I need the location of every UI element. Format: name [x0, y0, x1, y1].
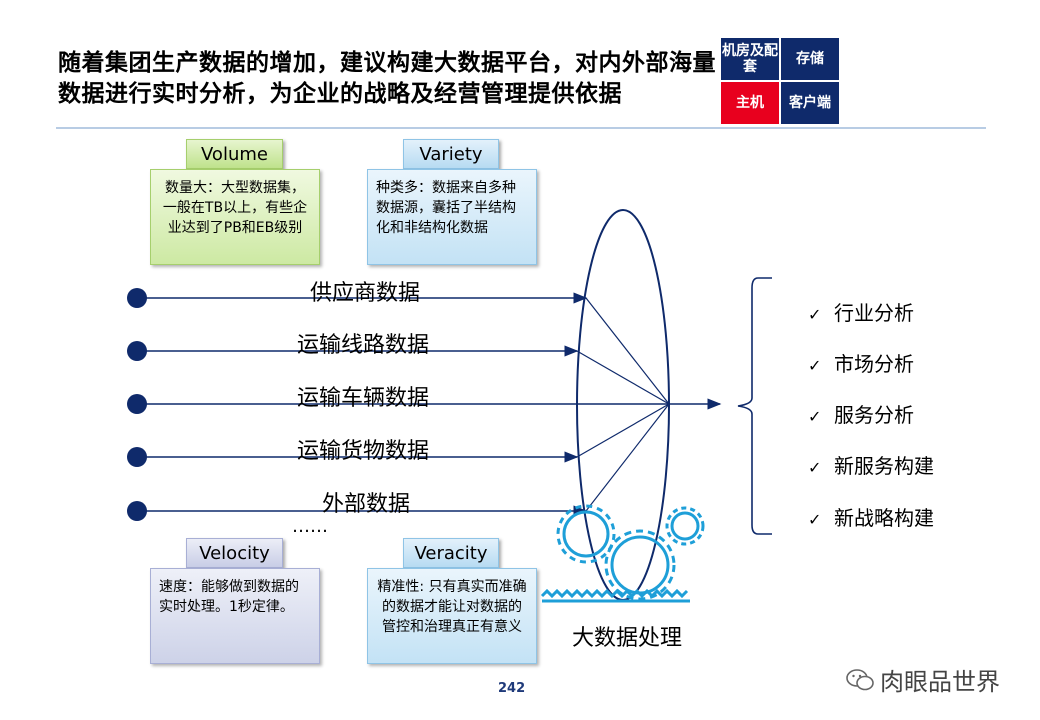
check-icon: ✓: [808, 356, 822, 375]
converge-line-1: [585, 297, 670, 405]
source-dot-5: [127, 501, 147, 521]
source-dot-3: [127, 394, 147, 414]
variety-desc: 种类多：数据来自多种数据源，囊括了半结构化和非结构化数据: [367, 169, 537, 265]
converge-line-3: [576, 403, 670, 458]
check-icon: ✓: [808, 305, 822, 324]
page-title: 随着集团生产数据的增加，建议构建大数据平台，对内外部海量数据进行实时分析，为企业…: [58, 50, 716, 107]
check-icon: ✓: [808, 510, 822, 529]
gear-rack: [540, 588, 690, 603]
output-item: ✓行业分析: [808, 301, 914, 325]
output-item: ✓新服务构建: [808, 454, 934, 478]
source-label-external: 外部数据: [322, 492, 411, 517]
gear-icon: [556, 504, 705, 601]
source-dot-1: [127, 288, 147, 308]
source-label-supplier: 供应商数据: [310, 281, 421, 306]
converge-line-4: [585, 403, 670, 512]
variety-tag: Variety: [403, 139, 499, 169]
wechat-icon: [846, 668, 874, 690]
converge-line-2: [576, 350, 670, 405]
category-client: 客户端: [781, 82, 839, 124]
output-item: ✓新战略构建: [808, 506, 934, 530]
source-label-vehicle: 运输车辆数据: [297, 386, 430, 411]
source-dot-2: [127, 341, 147, 361]
header-divider: [56, 127, 986, 129]
source-label-cargo: 运输货物数据: [297, 439, 430, 464]
watermark: 肉眼品世界: [846, 662, 1000, 697]
category-idc: 机房及配套: [721, 38, 779, 80]
volume-tag: Volume: [186, 139, 283, 169]
output-item: ✓市场分析: [808, 352, 914, 376]
velocity-tag: Velocity: [186, 538, 283, 568]
veracity-desc: 精准性: 只有真实而准确的数据才能让对数据的管控和治理真正有意义: [367, 568, 537, 664]
source-dot-4: [127, 447, 147, 467]
category-storage: 存储: [781, 38, 839, 80]
source-label-route: 运输线路数据: [297, 333, 430, 358]
volume-desc: 数量大：大型数据集，一般在TB以上，有些企业达到了PB和EB级别: [150, 169, 320, 265]
output-item: ✓服务分析: [808, 403, 914, 427]
source-ellipsis: ……: [292, 516, 328, 537]
velocity-desc: 速度：能够做到数据的实时处理。1秒定律。: [150, 568, 320, 664]
check-icon: ✓: [808, 407, 822, 426]
output-bracket: [737, 277, 772, 535]
processing-label: 大数据处理: [572, 626, 683, 651]
check-icon: ✓: [808, 458, 822, 477]
page-number: 242: [498, 681, 526, 696]
veracity-tag: Veracity: [403, 538, 499, 568]
category-host: 主机: [721, 82, 779, 124]
